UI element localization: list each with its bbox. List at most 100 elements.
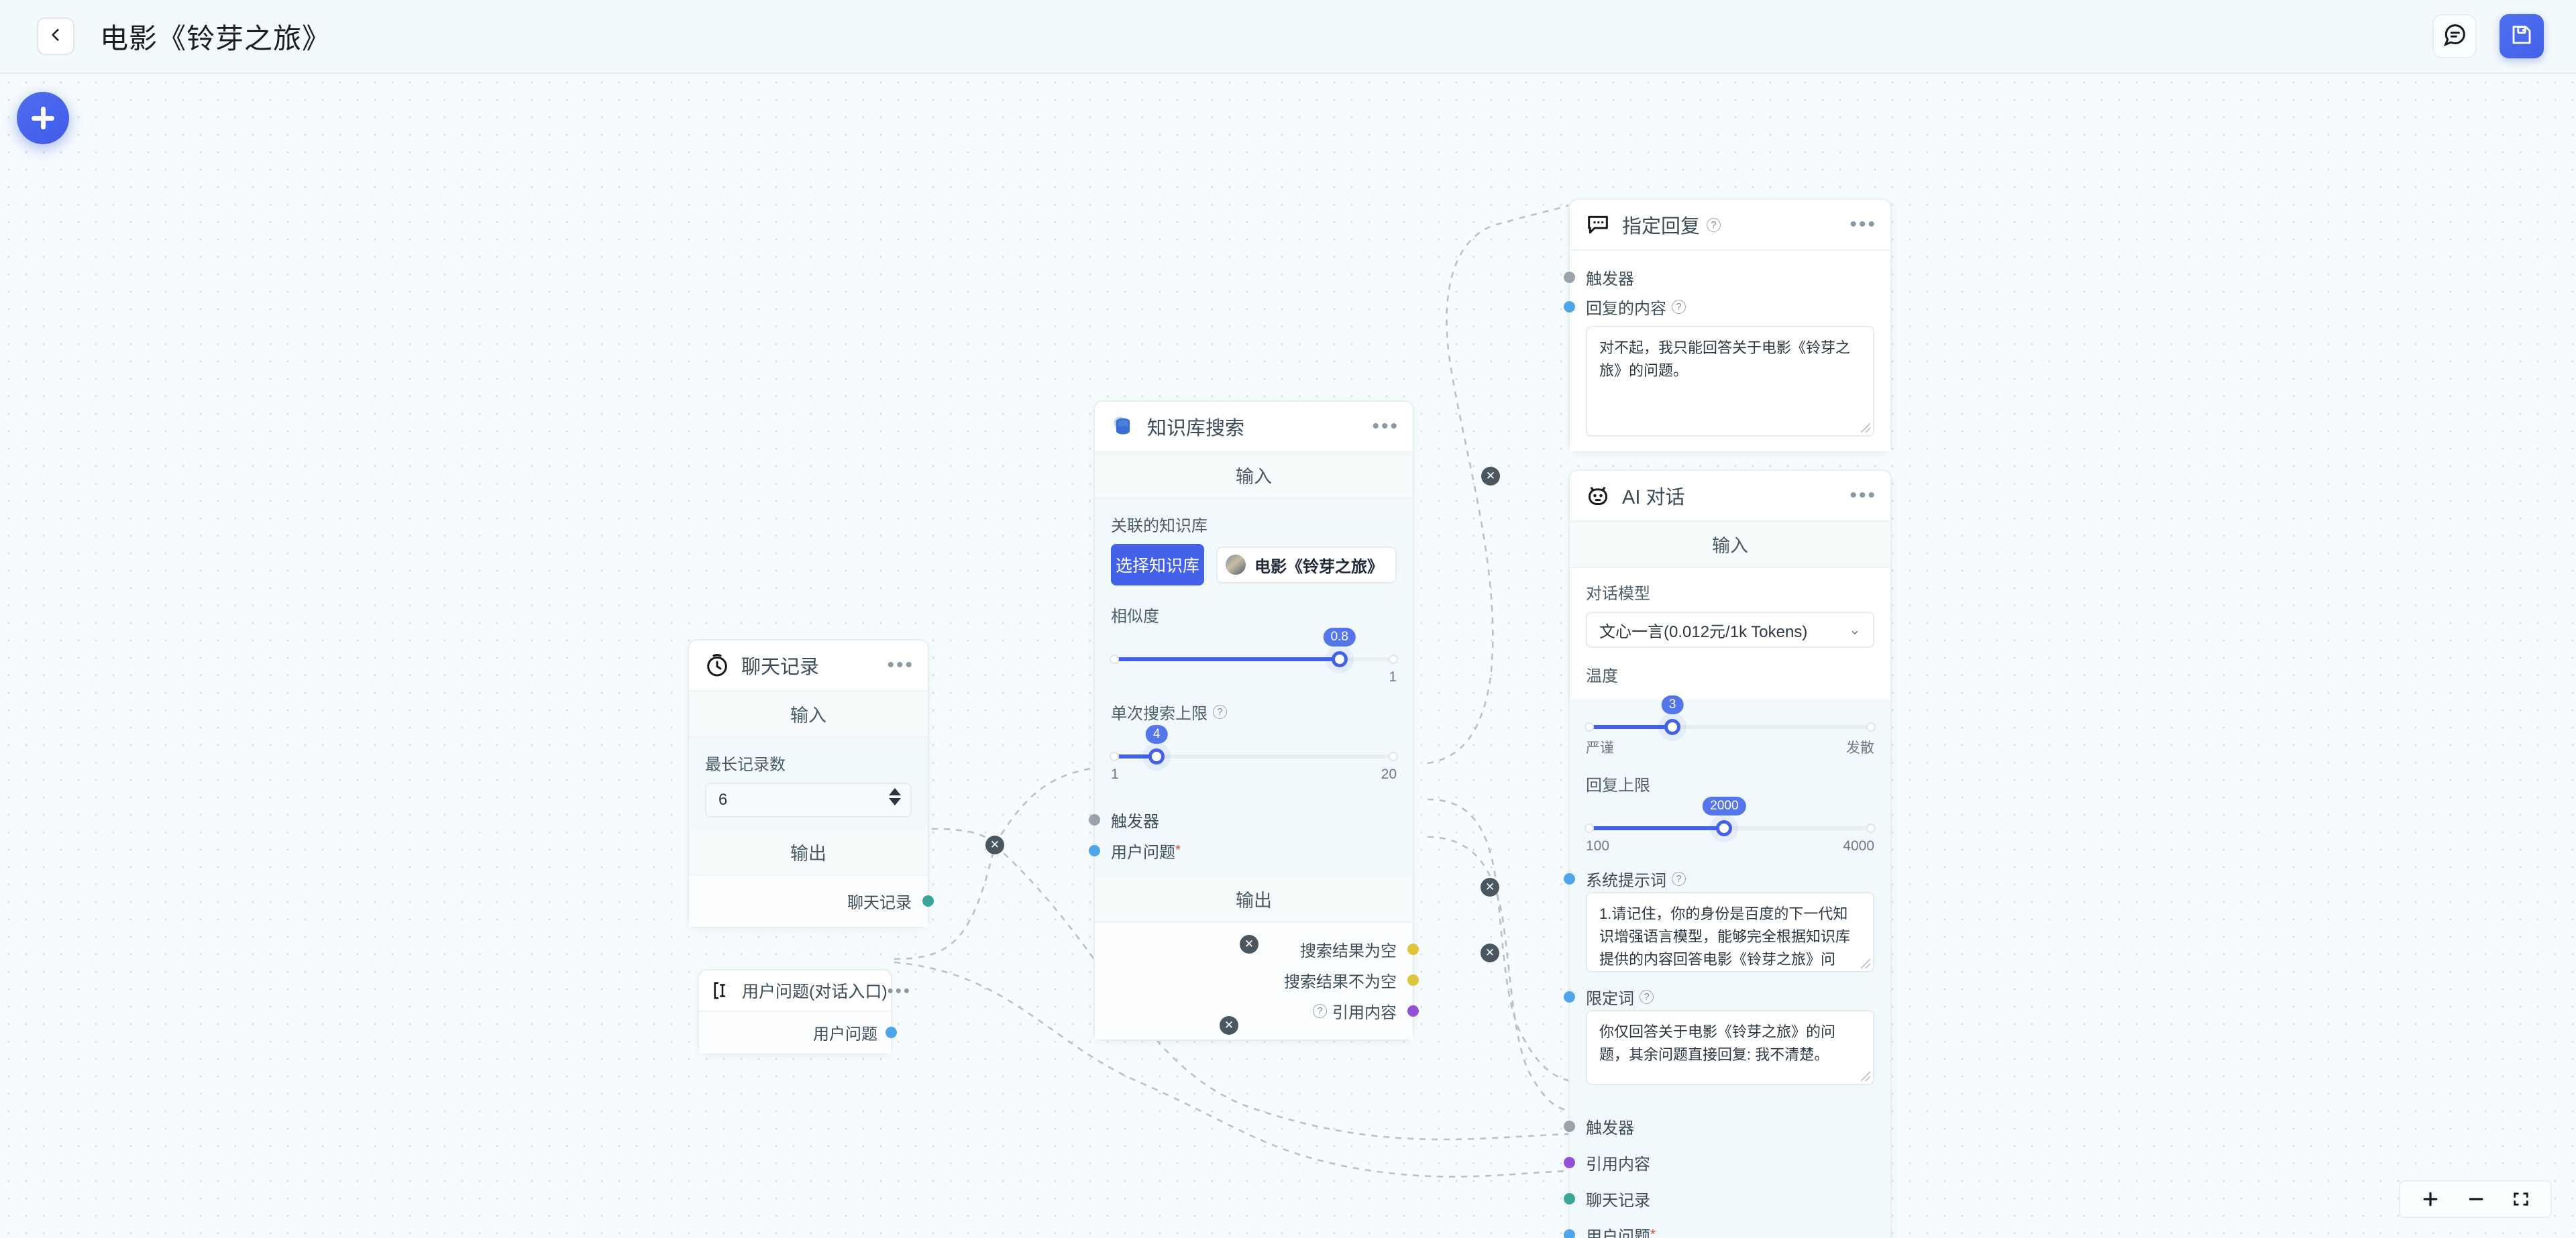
edge-delete-button[interactable]: ✕ bbox=[1240, 935, 1258, 954]
search-limit-slider[interactable]: 4 1 20 bbox=[1110, 725, 1398, 783]
knowledge-base-tag[interactable]: 电影《铃芽之旅》 bbox=[1216, 546, 1397, 583]
port-kb-trigger[interactable]: 触发器 bbox=[1089, 804, 1397, 835]
port-label: 搜索结果不为空 bbox=[1284, 972, 1397, 991]
reply-limit-slider[interactable]: 2000 100 4000 bbox=[1585, 797, 1876, 854]
node-header[interactable]: 知识库搜索 ••• bbox=[1095, 402, 1413, 453]
help-icon[interactable]: ? bbox=[1707, 217, 1721, 232]
port-dot[interactable] bbox=[1564, 300, 1575, 313]
port-dot[interactable] bbox=[1089, 813, 1100, 826]
node-header[interactable]: 聊天记录 ••• bbox=[689, 640, 928, 691]
slider-knob[interactable] bbox=[1664, 719, 1680, 735]
chat-preview-button[interactable] bbox=[2432, 14, 2477, 58]
edge-delete-button[interactable]: ✕ bbox=[1481, 467, 1500, 486]
save-button[interactable] bbox=[2500, 14, 2544, 58]
model-select[interactable]: 文心一言(0.012元/1k Tokens) ⌄ bbox=[1586, 612, 1874, 648]
port-ai-trigger[interactable]: 触发器 bbox=[1564, 1108, 1874, 1144]
temperature-slider[interactable]: 3 严谨 发散 bbox=[1585, 695, 1876, 757]
qualifier-textarea[interactable]: 你仅回答关于电影《铃芽之旅》的问题，其余问题直接回复: 我不清楚。 bbox=[1586, 1010, 1874, 1085]
max-records-stepper[interactable]: 6 bbox=[705, 783, 912, 818]
help-icon[interactable]: ? bbox=[1213, 705, 1227, 719]
slider-fill bbox=[1111, 754, 1157, 758]
node-user-question-entry[interactable]: 用户问题(对话入口) ••• 用户问题 bbox=[698, 969, 910, 1055]
slider-start-cap bbox=[1585, 824, 1594, 833]
temperature-label: 温度 bbox=[1586, 667, 1618, 685]
port-dot[interactable] bbox=[1564, 1192, 1575, 1204]
port-dot[interactable] bbox=[1407, 1005, 1419, 1017]
slider-track[interactable]: 2000 bbox=[1585, 797, 1876, 836]
system-prompt-textarea[interactable]: 1.请记住，你的身份是百度的下一代知识增强语言模型，能够完全根据知识库提供的内容… bbox=[1586, 892, 1874, 972]
port-ai-cited-content[interactable]: 引用内容 bbox=[1564, 1144, 1874, 1180]
slider-knob[interactable] bbox=[1148, 748, 1165, 765]
node-title: AI 对话 bbox=[1622, 487, 1685, 508]
similarity-slider[interactable]: 0.8 1 bbox=[1110, 628, 1398, 685]
port-dot[interactable] bbox=[1564, 991, 1575, 1003]
select-knowledge-base-button[interactable]: 选择知识库 bbox=[1111, 544, 1204, 585]
node-kb-search[interactable]: 知识库搜索 ••• 输入 关联的知识库 选择知识库 电影《铃芽之旅》 相似度 bbox=[1089, 400, 1419, 1041]
edge-delete-button[interactable]: ✕ bbox=[1481, 944, 1499, 962]
edge-delete-button[interactable]: ✕ bbox=[1220, 1016, 1238, 1035]
port-dot[interactable] bbox=[1407, 943, 1419, 955]
node-menu-button[interactable]: ••• bbox=[1849, 484, 1877, 506]
node-menu-button[interactable]: ••• bbox=[1372, 415, 1399, 437]
port-ai-chat-history[interactable]: 聊天记录 bbox=[1564, 1180, 1874, 1217]
port-user-question-out[interactable]: 用户问题 bbox=[712, 1019, 897, 1046]
node-specified-reply[interactable]: 指定回复 ? ••• 触发器 回复的内容 ? 对不起，我只能回答关于电影《铃芽之… bbox=[1564, 199, 1892, 453]
port-dot[interactable] bbox=[1407, 974, 1419, 986]
stepper-up-icon[interactable] bbox=[889, 788, 901, 795]
slider-start-cap bbox=[1110, 752, 1119, 761]
node-chat-history[interactable]: 聊天记录 ••• 输入 最长记录数 6 输出 聊天记录 bbox=[688, 639, 934, 928]
ai-chat-sliders-body: 3 严谨 发散 回复上限 2000 100 4000 bbox=[1564, 695, 1890, 1097]
stepper-down-icon[interactable] bbox=[889, 798, 901, 805]
help-icon[interactable]: ? bbox=[1640, 989, 1654, 1004]
edge-user-question-to-kb-b bbox=[994, 767, 1095, 846]
help-icon[interactable]: ? bbox=[1672, 299, 1686, 314]
chevron-down-icon: ⌄ bbox=[1848, 621, 1861, 638]
port-dot[interactable] bbox=[1564, 1156, 1575, 1168]
back-button[interactable] bbox=[37, 17, 74, 55]
slider-track[interactable]: 0.8 bbox=[1110, 628, 1398, 667]
port-label: 触发器 bbox=[1111, 812, 1159, 831]
port-kb-result-not-empty[interactable]: 搜索结果不为空 bbox=[1111, 964, 1419, 995]
port-dot[interactable] bbox=[885, 1026, 897, 1038]
workflow-canvas[interactable]: ✕ ✕ ✕ ✕ ✕ ✕ 聊天记录 ••• 输入 最长记录数 6 bbox=[0, 74, 2576, 1238]
node-menu-button[interactable]: ••• bbox=[1849, 213, 1877, 235]
fit-screen-icon[interactable] bbox=[2512, 1190, 2530, 1208]
help-icon[interactable]: ? bbox=[1313, 1003, 1327, 1018]
zoom-in-button[interactable] bbox=[2420, 1189, 2440, 1209]
port-kb-user-question[interactable]: 用户问题* bbox=[1089, 835, 1397, 866]
help-icon[interactable]: ? bbox=[1672, 871, 1686, 886]
edge-delete-button[interactable]: ✕ bbox=[1481, 878, 1499, 897]
add-node-button[interactable] bbox=[17, 92, 69, 144]
edge-delete-button[interactable]: ✕ bbox=[985, 836, 1004, 854]
slider-track[interactable]: 4 bbox=[1110, 725, 1398, 765]
port-dot[interactable] bbox=[1564, 873, 1575, 885]
port-dot[interactable] bbox=[1089, 844, 1100, 856]
zoom-controls[interactable] bbox=[2399, 1180, 2552, 1218]
port-kb-cited-content[interactable]: ? 引用内容 bbox=[1111, 995, 1419, 1026]
port-dot[interactable] bbox=[1564, 1120, 1575, 1132]
stepper-arrows[interactable] bbox=[889, 788, 901, 805]
port-dot[interactable] bbox=[1564, 271, 1575, 283]
port-dot[interactable] bbox=[1564, 1229, 1575, 1238]
port-dot[interactable] bbox=[922, 895, 934, 907]
edge-kb-empty-to-specified-reply bbox=[1427, 204, 1569, 765]
database-icon bbox=[1110, 413, 1136, 440]
node-menu-button[interactable]: ••• bbox=[887, 980, 912, 1001]
top-bar: 电影《铃芽之旅》 bbox=[0, 0, 2576, 74]
node-menu-button[interactable]: ••• bbox=[887, 654, 914, 676]
slider-knob[interactable] bbox=[1716, 820, 1733, 836]
slider-track[interactable]: 3 bbox=[1585, 695, 1876, 735]
node-header[interactable]: 用户问题(对话入口) ••• bbox=[699, 970, 910, 1012]
port-specified-reply-trigger[interactable]: 触发器 bbox=[1564, 262, 1874, 292]
slider-knob[interactable] bbox=[1331, 651, 1348, 667]
chat-history-input-body: 最长记录数 6 bbox=[689, 738, 928, 830]
zoom-out-button[interactable] bbox=[2466, 1189, 2486, 1209]
kb-search-input-body: 关联的知识库 选择知识库 电影《铃芽之旅》 相似度 0.8 1 bbox=[1095, 499, 1413, 795]
port-ai-user-question[interactable]: 用户问题* bbox=[1564, 1217, 1874, 1238]
node-header[interactable]: AI 对话 ••• bbox=[1570, 471, 1890, 522]
node-ai-chat[interactable]: AI 对话 ••• 输入 对话模型 文心一言(0.012元/1k Tokens)… bbox=[1564, 469, 1892, 1238]
port-chat-history-out[interactable]: 聊天记录 bbox=[705, 885, 934, 916]
port-kb-result-empty[interactable]: 搜索结果为空 bbox=[1111, 934, 1419, 964]
reply-content-textarea[interactable]: 对不起，我只能回答关于电影《铃芽之旅》的问题。 bbox=[1586, 326, 1874, 437]
node-header[interactable]: 指定回复 ? ••• bbox=[1570, 200, 1890, 251]
